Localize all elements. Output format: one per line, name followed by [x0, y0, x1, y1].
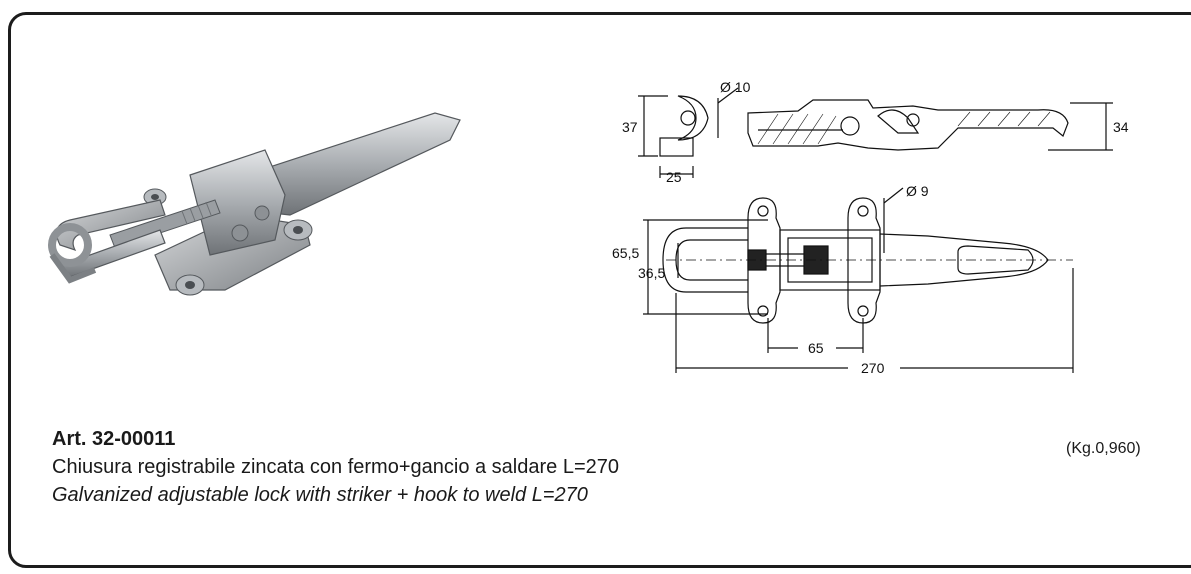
dim-height-left: 37 [622, 119, 638, 135]
dim-width-outer: 65,5 [612, 245, 639, 261]
dim-width-inner: 36,5 [638, 265, 665, 281]
dim-hole-spacing: 65 [808, 340, 824, 356]
dim-hole-mount: Ø 9 [906, 183, 929, 199]
product-photo [48, 112, 461, 296]
description-italian: Chiusura registrabile zincata con fermo+… [52, 456, 620, 478]
dim-striker-width: 25 [666, 169, 682, 185]
description-english: Galvanized adjustable lock with striker … [52, 484, 588, 506]
article-number: Art. 32-00011 [52, 428, 176, 450]
technical-drawing: Ø 10 37 34 25 Ø 9 65,5 36,5 65 270 [612, 79, 1129, 376]
dim-length: 270 [861, 360, 885, 376]
dim-height-right: 34 [1113, 119, 1129, 135]
product-weight: (Kg.0,960) [1066, 440, 1141, 457]
dim-hole-top: Ø 10 [720, 79, 751, 95]
